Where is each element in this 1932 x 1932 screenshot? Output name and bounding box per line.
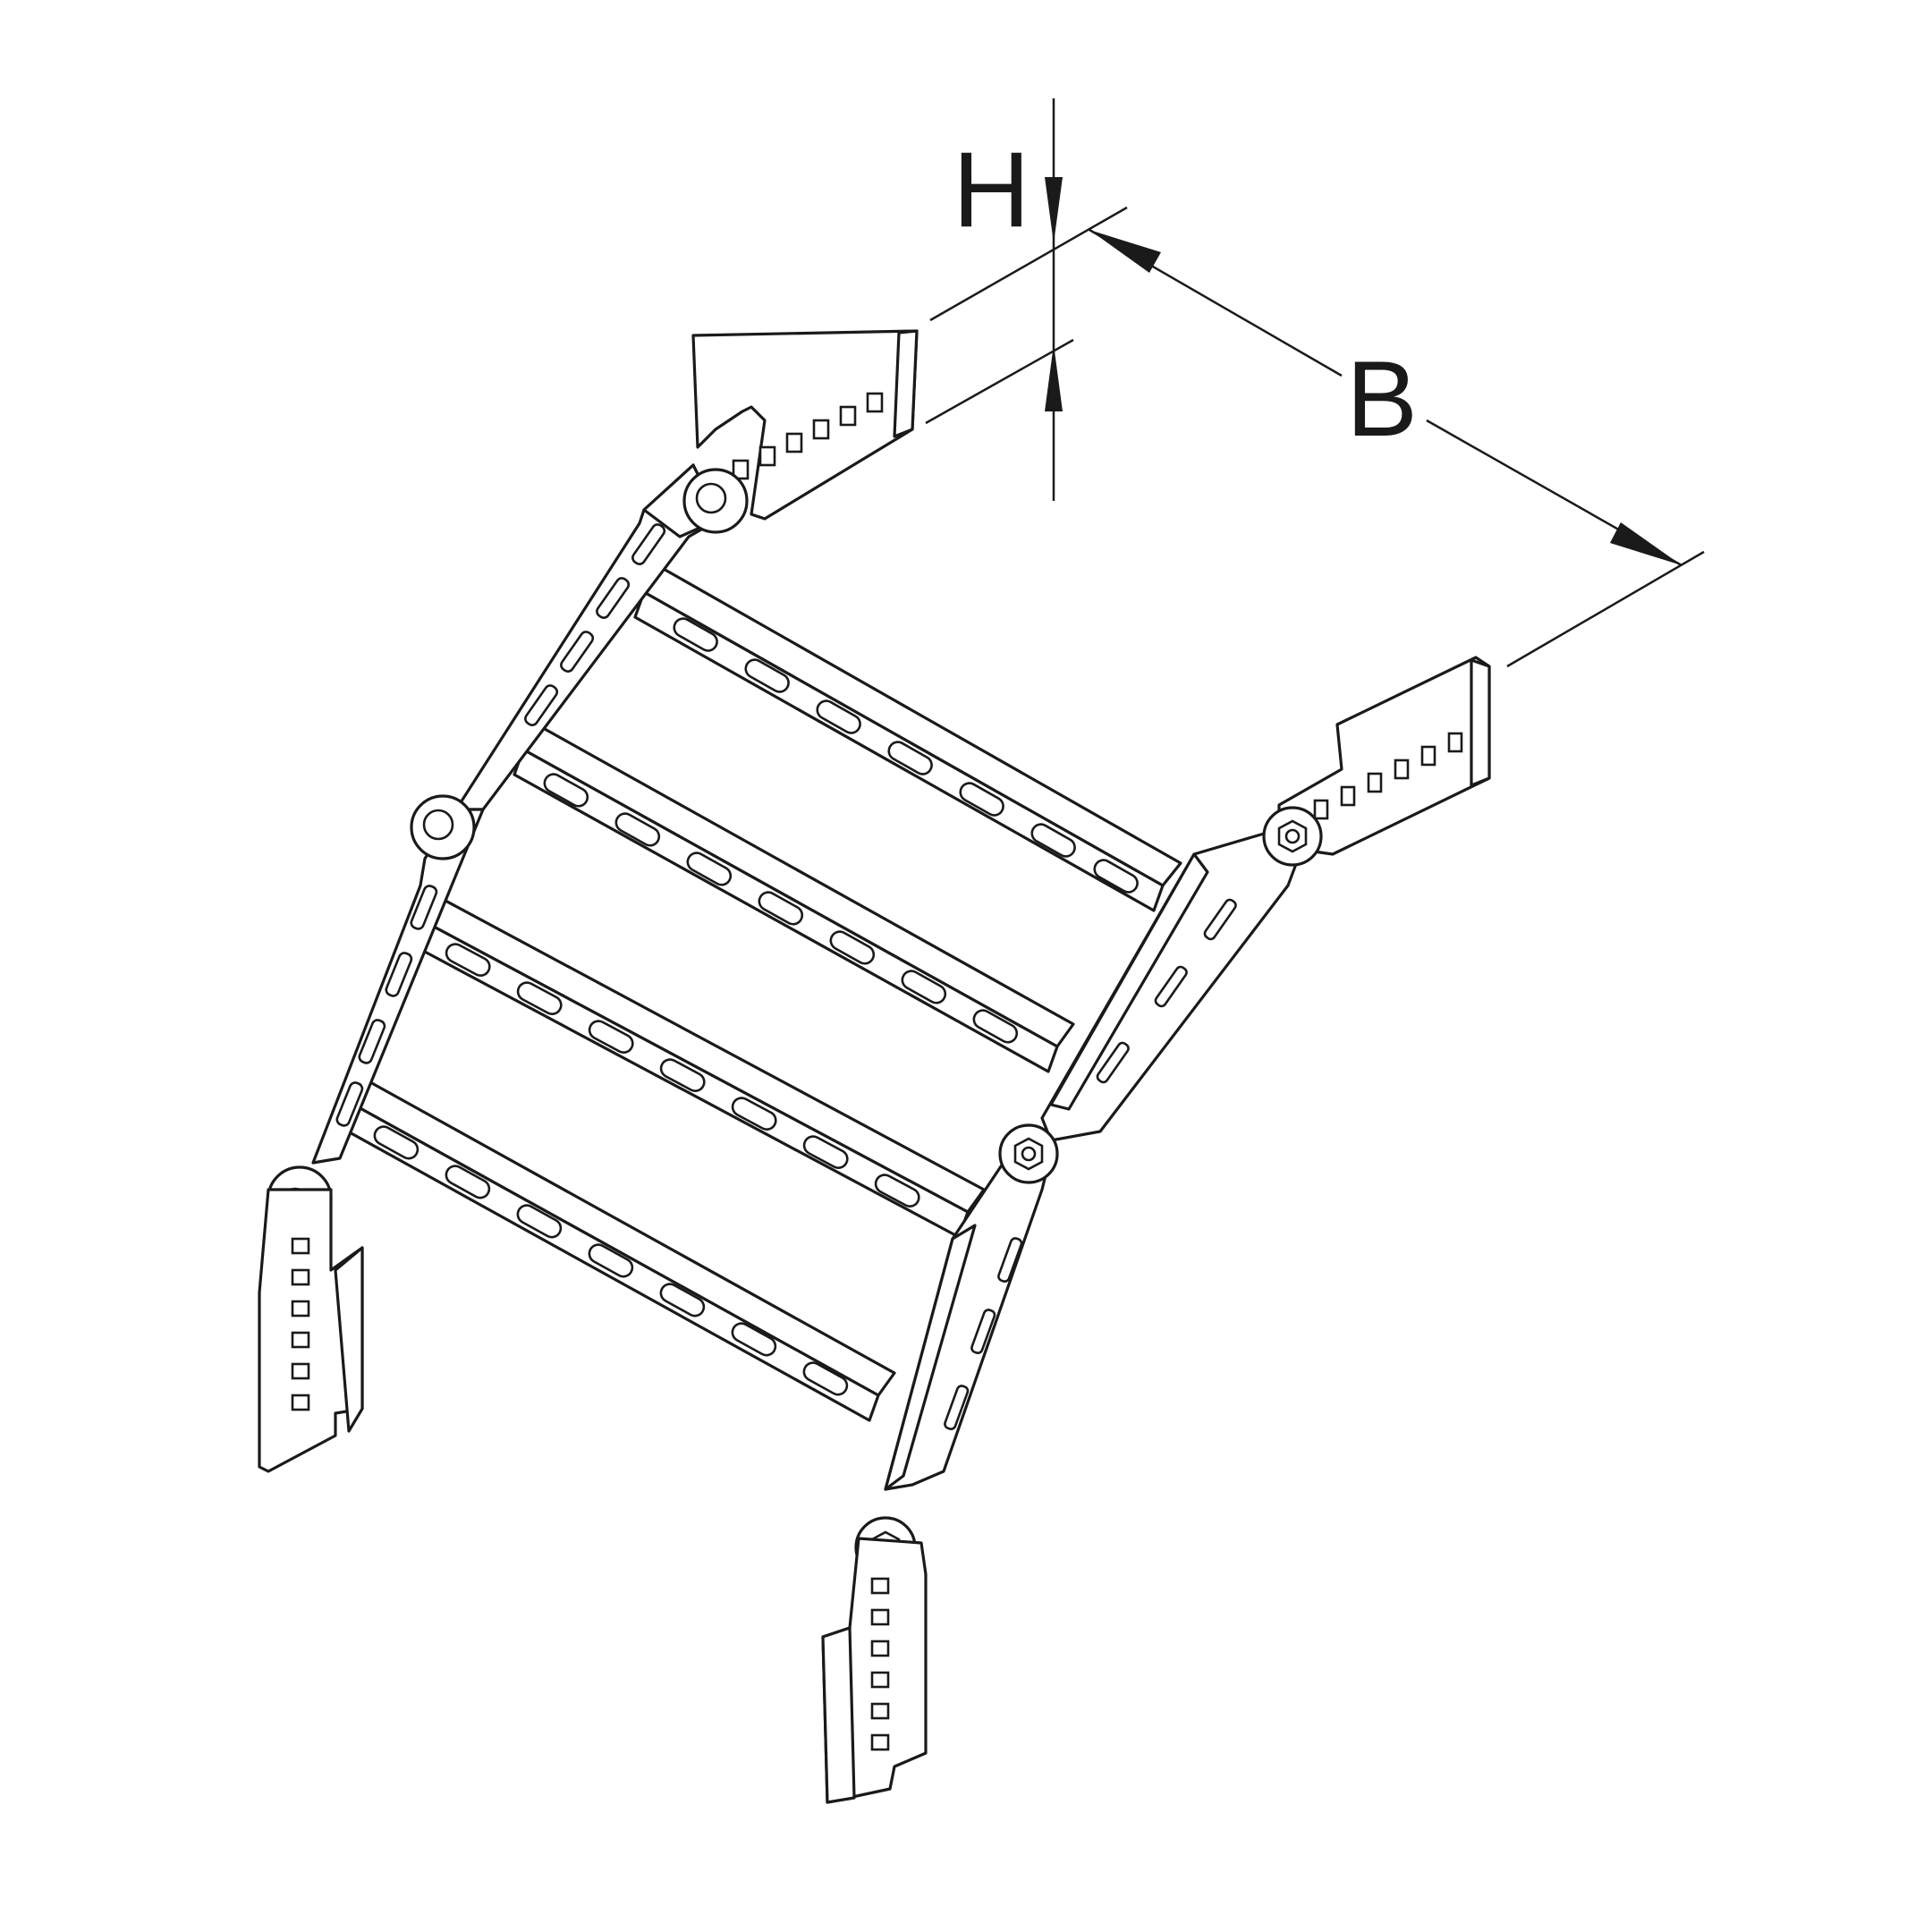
rungs [338, 566, 1182, 1422]
rung-2 [513, 723, 1075, 1073]
rung-4 [338, 1076, 896, 1422]
width-label: B [1346, 339, 1418, 459]
right-bottom-plate-holes [870, 1577, 890, 1751]
left-bottom-end-plate [258, 1188, 364, 1473]
left-top-plate-holes [732, 392, 884, 480]
rung-1 [633, 566, 1182, 912]
left-bottom-plate-holes [291, 1237, 310, 1411]
height-label: H [953, 130, 1030, 250]
dimension-height: H [925, 98, 1128, 501]
right-side-rail [821, 656, 1491, 1804]
right-top-plate-holes [1313, 732, 1463, 820]
left-side-rail [258, 329, 919, 1473]
dimension-width: B [1089, 228, 1705, 668]
